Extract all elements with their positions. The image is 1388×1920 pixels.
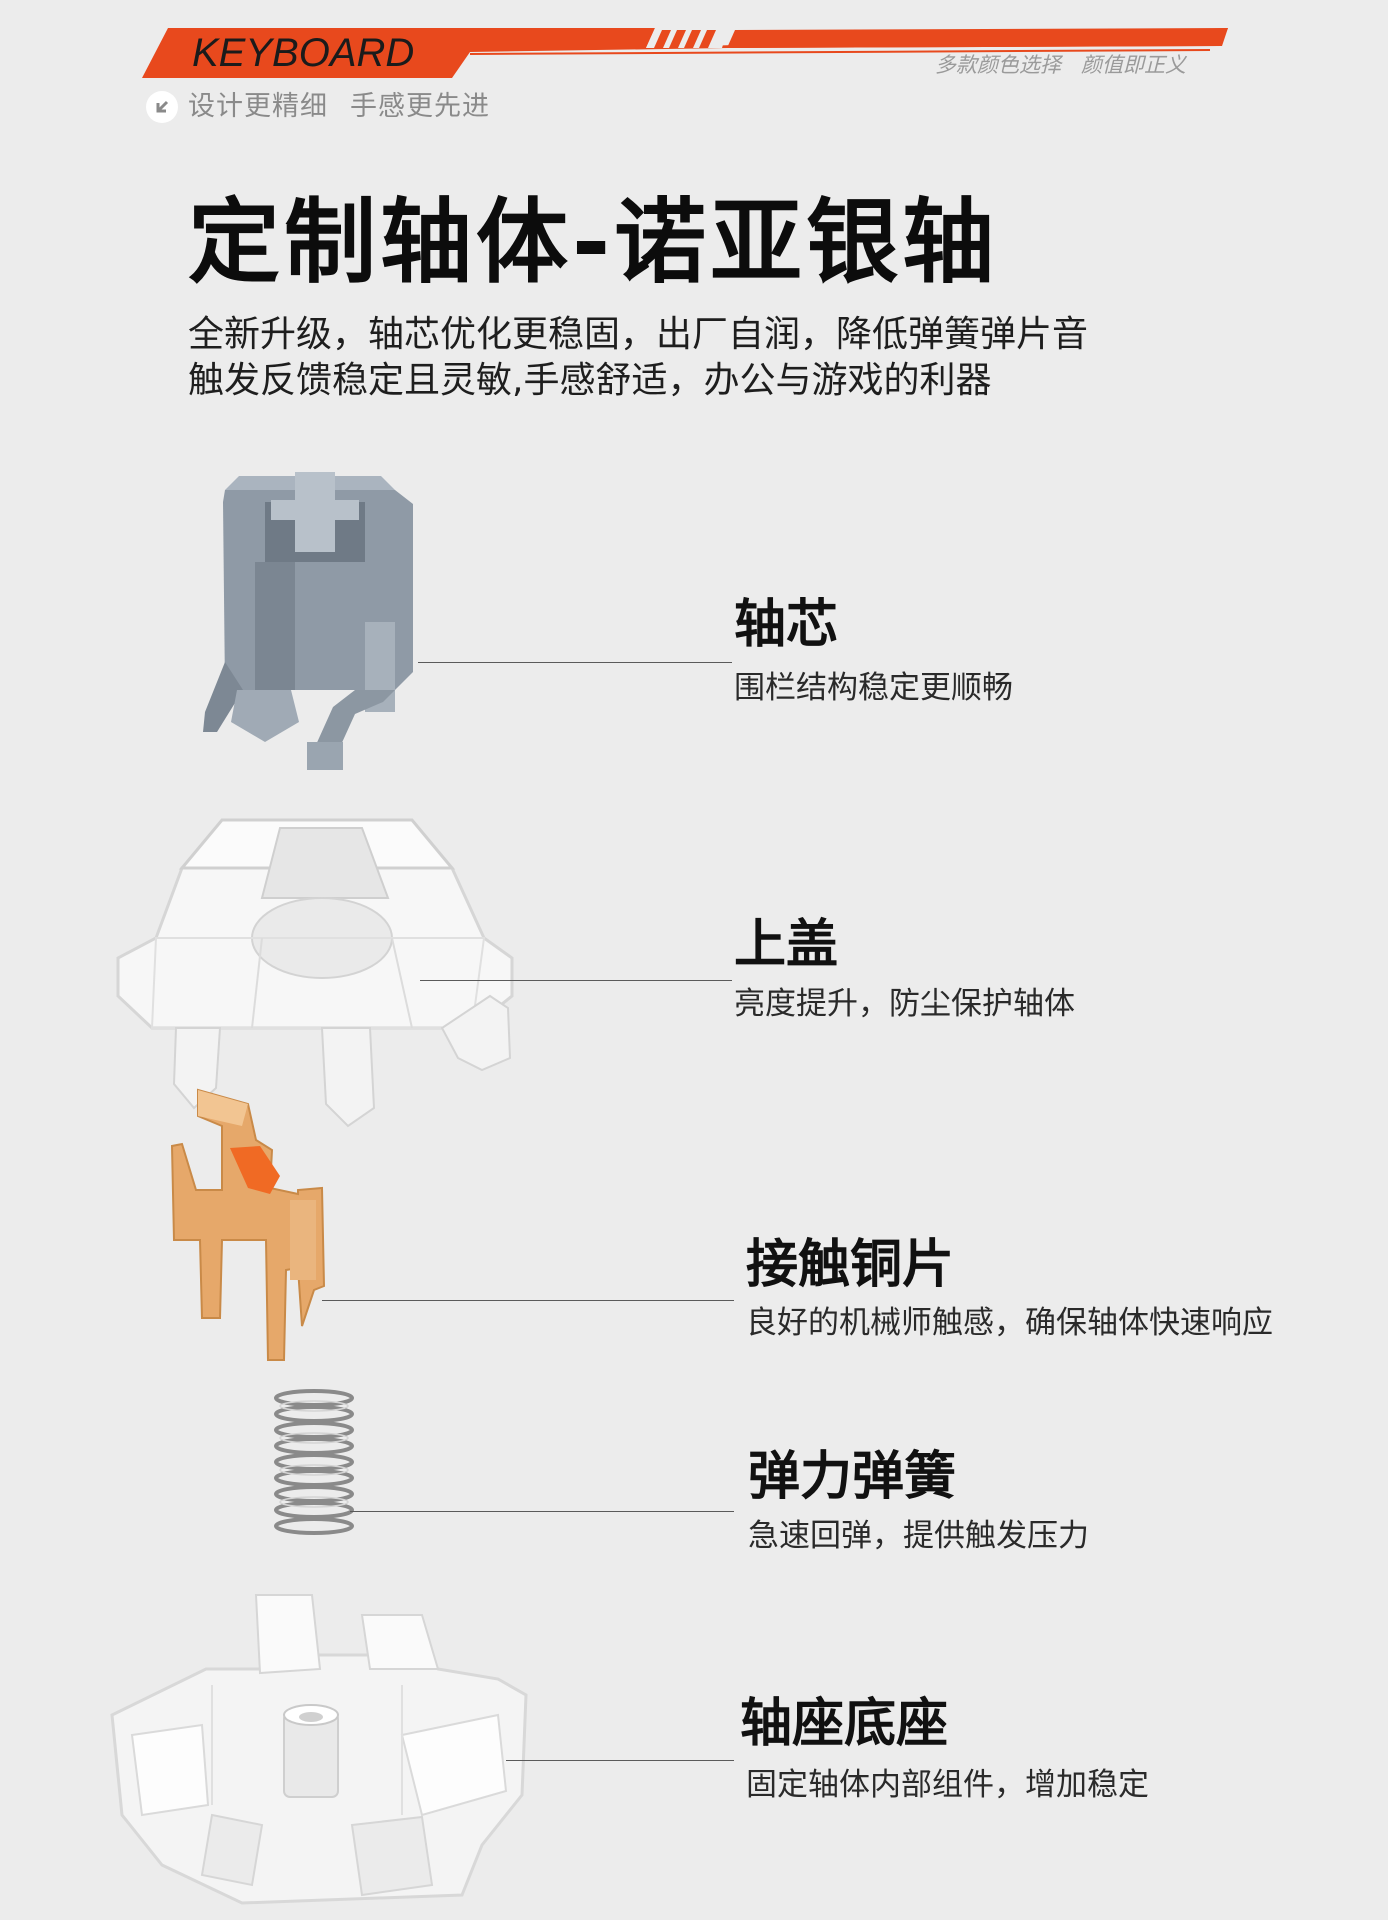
subtitle-design: 设计更精细 <box>188 91 328 122</box>
spring-leader-line <box>350 1511 734 1512</box>
header-banner: KEYBOARD 多款颜色选择 颜值即正义 设计更精细 手感更先进 <box>0 0 1388 130</box>
arrow-down-left-icon <box>146 91 178 123</box>
copper-contact-leader-line <box>322 1300 734 1301</box>
intro-line-2: 触发反馈稳定且灵敏,手感舒适，办公与游戏的利器 <box>188 360 992 401</box>
housing-bottom-description: 固定轴体内部组件，增加稳定 <box>746 1767 1149 1803</box>
copper-contact-title: 接触铜片 <box>746 1235 955 1295</box>
banner-graphic <box>142 28 1228 78</box>
spring-description: 急速回弹，提供触发压力 <box>748 1518 1089 1554</box>
stem-title: 轴芯 <box>734 595 839 655</box>
page-title: 定制轴体-诺亚银轴 <box>188 189 999 296</box>
housing-top-title: 上盖 <box>734 915 839 975</box>
spring-image <box>274 1389 354 1535</box>
copper-contact-image <box>170 1088 326 1361</box>
stem-image <box>203 472 413 770</box>
stem-description: 围栏结构稳定更顺畅 <box>734 670 1013 706</box>
copper-contact-description: 良好的机械师触感，确保轴体快速响应 <box>746 1305 1273 1341</box>
subtitle-row: 设计更精细 手感更先进 <box>146 90 512 124</box>
spring-title: 弹力弹簧 <box>748 1447 957 1507</box>
subtitle-feel: 手感更先进 <box>350 91 490 122</box>
housing-top-description: 亮度提升，防尘保护轴体 <box>734 986 1075 1022</box>
housing-top-image <box>116 818 514 1128</box>
housing-bottom-image <box>110 1594 528 1905</box>
housing-top-leader-line <box>420 980 732 981</box>
intro-line-1: 全新升级，轴芯优化更稳固，出厂自润，降低弹簧弹片音 <box>188 314 1089 355</box>
stem-leader-line <box>418 662 732 663</box>
intro-text: 全新升级，轴芯优化更稳固，出厂自润，降低弹簧弹片音 触发反馈稳定且灵敏,手感舒适… <box>188 312 1088 404</box>
brand-wordmark: KEYBOARD <box>192 31 415 75</box>
housing-bottom-title: 轴座底座 <box>740 1694 949 1754</box>
header-tagline: 多款颜色选择 颜值即正义 <box>935 53 1187 77</box>
housing-bottom-leader-line <box>506 1760 734 1761</box>
